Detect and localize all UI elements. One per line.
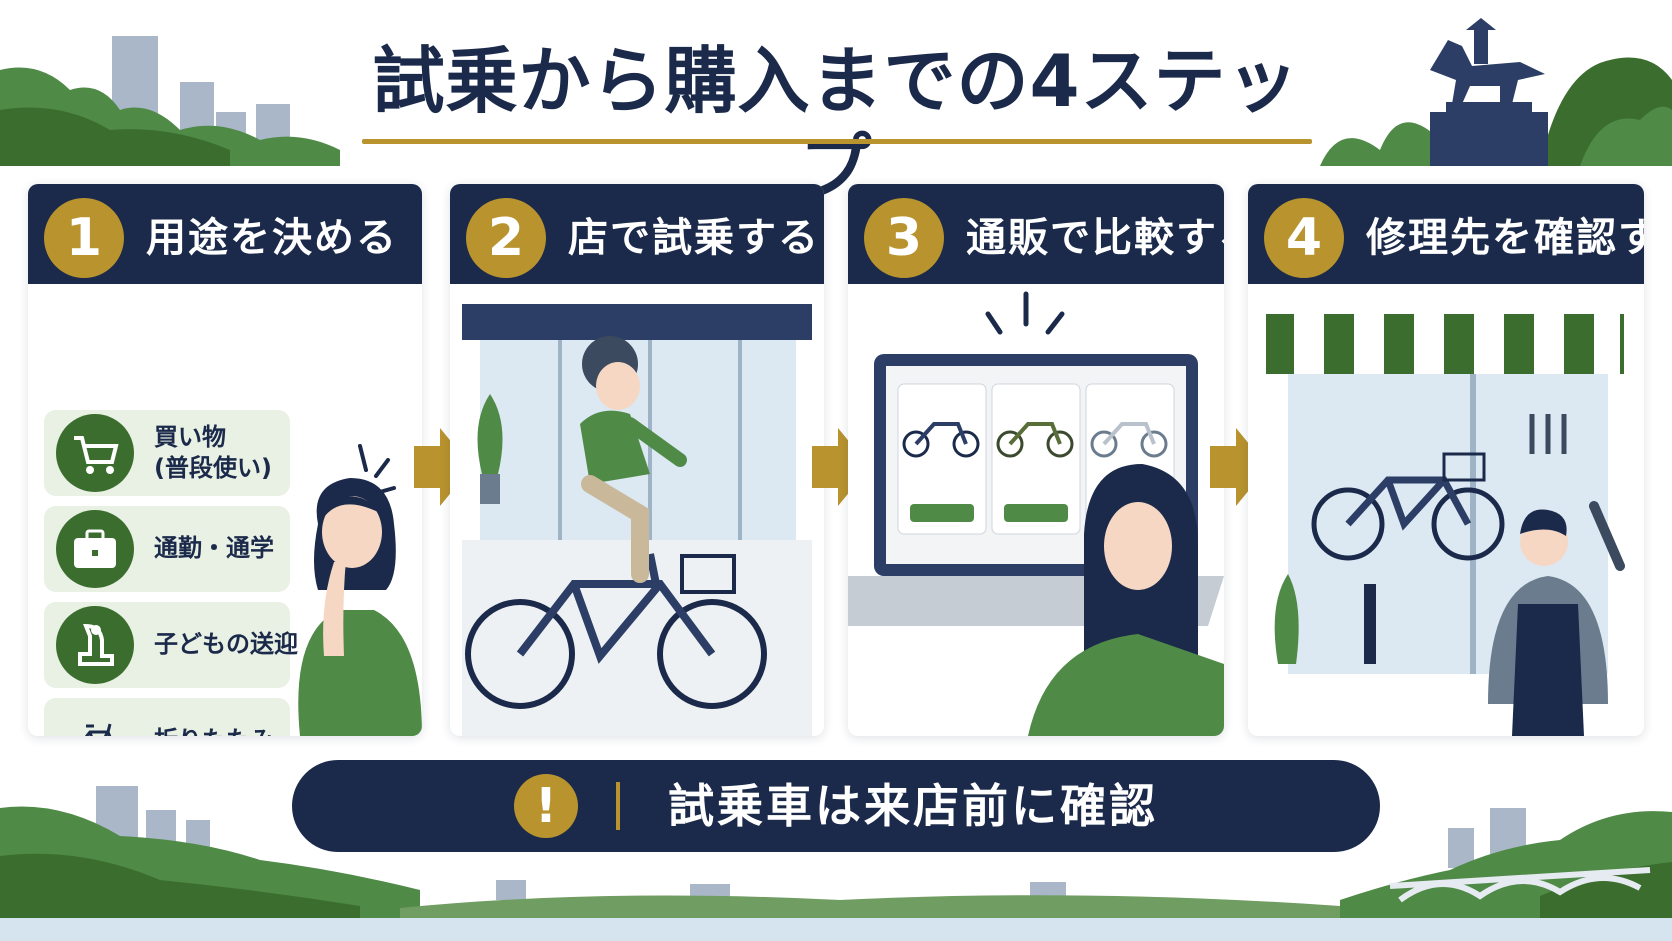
horse-statue: [1430, 18, 1548, 166]
use-item-shopping: 買い物 (普段使い): [44, 410, 290, 496]
step-4-header: 4 修理先を確認する: [1248, 184, 1644, 284]
step-1-title: 用途を決める: [146, 215, 398, 261]
step-2-number-badge: 2: [466, 198, 546, 278]
test-ride-illustration: [462, 304, 812, 736]
folding-bike-icon: [56, 702, 134, 736]
step-card-2: 2 店で試乗する: [450, 184, 824, 736]
notice-banner: ! 試乗車は来店前に確認: [292, 760, 1380, 852]
river: [0, 918, 1672, 941]
step-card-3: 3 通販で比較する: [848, 184, 1224, 736]
step-2-header: 2 店で試乗する: [450, 184, 824, 284]
use-label-shopping: 買い物 (普段使い): [154, 422, 272, 484]
step-1-header: 1 用途を決める: [28, 184, 422, 284]
step-3-title: 通販で比較する: [966, 215, 1224, 261]
notice-text: 試乗車は来店前に確認: [668, 779, 1158, 833]
step-1-content: 買い物 (普段使い) 通勤・通学 子どもの送迎 折りたた: [28, 284, 422, 736]
use-label-commute: 通勤・通学: [154, 534, 274, 562]
briefcase-icon: [56, 510, 134, 588]
online-shopping-illustration: [848, 291, 1224, 736]
use-label-folding: 折りたたみ: [154, 725, 274, 736]
use-label-shopping-line1: 買い物: [154, 423, 226, 451]
step-3-header: 3 通販で比較する: [848, 184, 1224, 284]
step-4-title: 修理先を確認する: [1366, 215, 1644, 261]
arrow-right-icon: [414, 428, 472, 506]
step-1-number-badge: 1: [44, 198, 124, 278]
use-label-shopping-line2: (普段使い): [154, 454, 272, 482]
arrow-right-icon: [1210, 428, 1268, 506]
step-card-4: 4 修理先を確認する: [1248, 184, 1644, 736]
step-2-title: 店で試乗する: [568, 215, 820, 261]
step-card-1: 1 用途を決める 買い物 (普段使い) 通勤・通学: [28, 184, 422, 736]
step-4-number-badge: 4: [1264, 198, 1344, 278]
exclamation-icon: !: [514, 774, 578, 838]
title-underline: [362, 139, 1312, 144]
arrow-right-icon: [812, 428, 870, 506]
thinking-woman-illustration: [298, 444, 422, 736]
shopping-cart-icon: [56, 414, 134, 492]
repair-shop-illustration: [1266, 314, 1625, 736]
use-item-commute: 通勤・通学: [44, 506, 290, 592]
bottom-bridge: [1389, 867, 1651, 903]
use-label-child: 子どもの送迎: [154, 630, 298, 658]
use-item-folding: 折りたたみ: [44, 698, 290, 736]
use-item-child: 子どもの送迎: [44, 602, 298, 688]
child-seat-icon: [56, 606, 134, 684]
step-3-number-badge: 3: [864, 198, 944, 278]
page-title: 試乗から購入までの4ステップ: [372, 39, 1300, 209]
top-right-trees: [1320, 122, 1440, 166]
banner-divider: [616, 782, 620, 830]
